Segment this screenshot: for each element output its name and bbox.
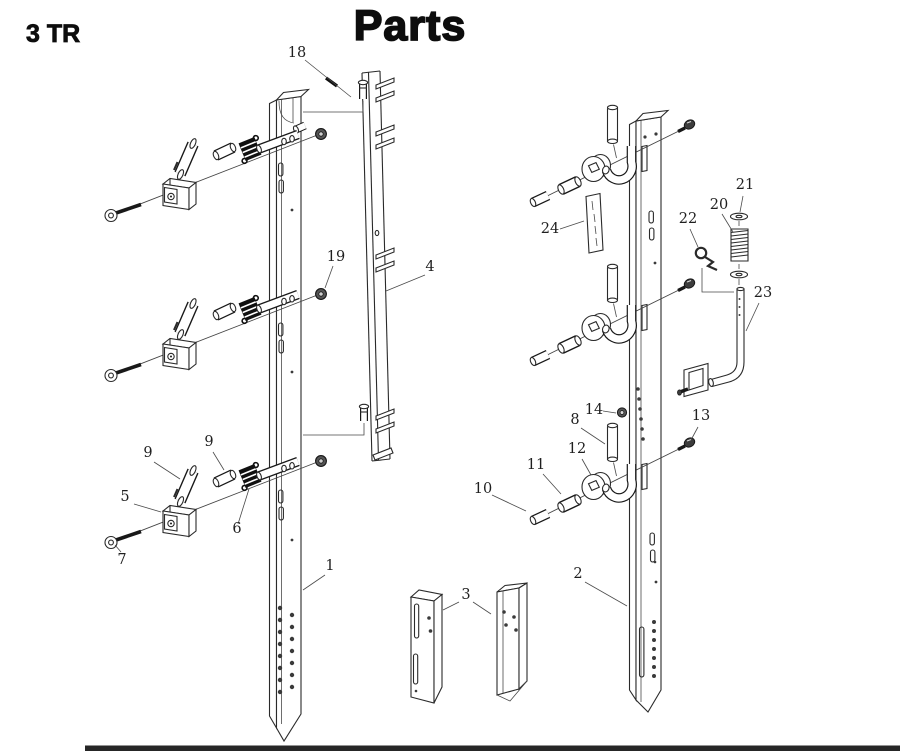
callout-7: 7 (117, 552, 126, 568)
bottom-edge-bar (85, 745, 900, 751)
hook-set-bottom (529, 423, 696, 525)
right-mast-rail (628, 109, 670, 713)
callout-22: 22 (679, 211, 697, 227)
hook-set-top (529, 105, 696, 207)
callout-12: 12 (568, 441, 586, 457)
callout-23: 23 (754, 285, 772, 301)
callout-9b: 9 (204, 434, 213, 450)
mounting-channel-left (409, 589, 444, 704)
callout-9a: 9 (143, 445, 152, 461)
callout-18: 18 (288, 45, 306, 61)
callout-21: 21 (736, 177, 754, 193)
model-label: 3 TR (26, 20, 81, 49)
lock-rod (708, 286, 745, 388)
callout-2: 2 (573, 566, 582, 582)
callout-14: 14 (585, 402, 603, 418)
callout-20: 20 (710, 197, 728, 213)
callout-8: 8 (570, 412, 579, 428)
callout-4: 4 (425, 259, 434, 275)
hitch-pin-clip (694, 246, 718, 272)
keeper-bracket (677, 362, 709, 398)
callout-19: 19 (327, 249, 345, 265)
lift-strap (303, 70, 395, 462)
callout-1: 1 (325, 558, 334, 574)
mounting-channel-right (496, 582, 528, 702)
callout-5: 5 (120, 489, 129, 505)
hook-set-middle (529, 264, 696, 366)
callouts: 18 19 4 9 9 5 6 7 1 3 2 24 22 20 21 23 1… (114, 45, 772, 615)
callout-6: 6 (232, 521, 241, 537)
lock-rod-assembly (677, 212, 749, 398)
lock-nut (616, 407, 628, 418)
callout-24: 24 (541, 221, 559, 237)
left-mast-rail (268, 88, 311, 743)
callout-13: 13 (692, 408, 710, 424)
callout-10: 10 (474, 481, 492, 497)
warning-decal (585, 192, 604, 254)
page-title: Parts (353, 1, 467, 51)
callout-11: 11 (527, 457, 545, 473)
callout-3: 3 (461, 587, 470, 603)
